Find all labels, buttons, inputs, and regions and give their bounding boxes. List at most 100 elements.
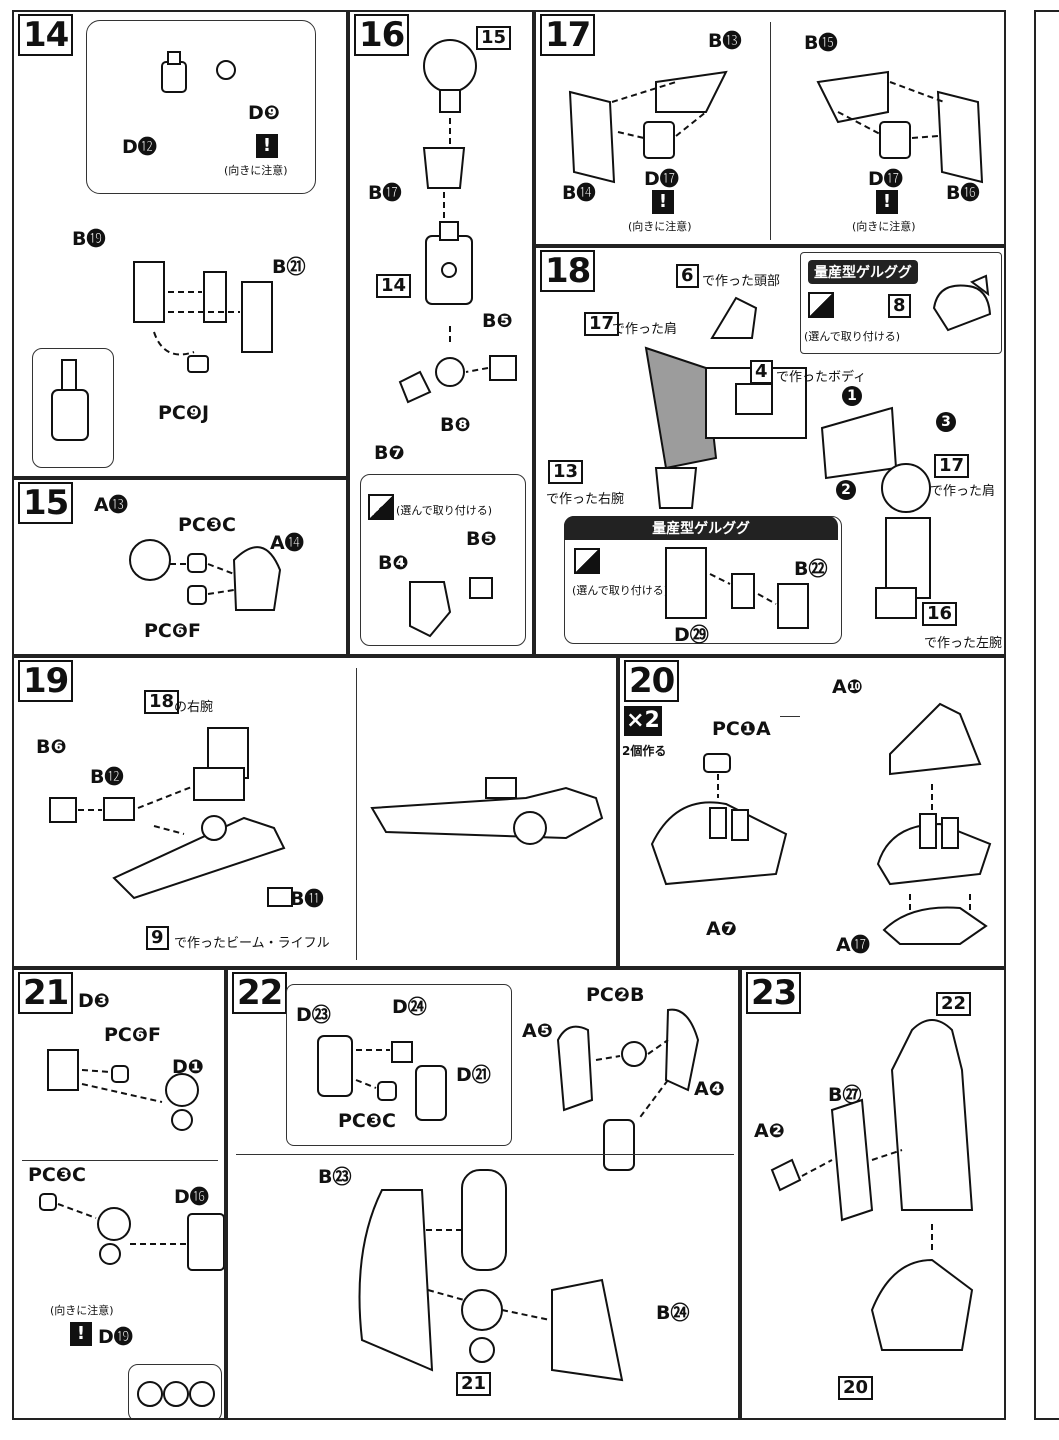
step-2-badge: 2 [836,480,856,500]
quantity-badge: ×2 [624,706,662,736]
completed-part-drawing [51,359,89,441]
divider [356,668,357,960]
label-pcf: PC❻F [104,1024,161,1046]
label-b27: B㉗ [828,1084,862,1106]
part-pcj-drawing [187,355,209,373]
detail-bubble [86,20,316,194]
step-number: 15 [18,482,74,524]
part-b17-drawing [422,147,466,222]
right-arm-caption: の右腕 [174,700,214,715]
label-a4: A❹ [694,1078,725,1100]
choose-icon-2 [574,548,600,574]
step-23-panel: 23 22 B㉗ A❷ 20 [740,968,1006,1420]
label-b13: B⓭ [708,30,742,52]
ref-step-16: 16 [922,602,958,626]
label-b21: B㉑ [272,256,306,278]
step-16-panel: 16 15 B⓱ 14 B❺ B❼ B❽ (選んで取り付ける) B❹ B❺ [348,10,534,656]
shield-drawing [556,1008,700,1171]
label-d12: D⓬ [122,136,157,158]
ref-step-6: 6 [676,264,699,288]
leg-assembly-drawing [358,1169,624,1382]
label-d3: D❸ [78,990,110,1012]
divider [236,1154,734,1155]
right-shoulder-drawing [816,70,984,184]
choose-icon [368,494,394,520]
label-b19: B⓳ [72,228,106,250]
label-pcc: PC❸C [178,514,236,536]
label-d17-left: D⓱ [644,168,679,190]
divider [770,22,771,240]
label-d23: D㉓ [296,1004,331,1026]
mass-production-tag-2: 量産型ゲルググ [564,516,838,540]
label-b11: B⓫ [290,888,324,910]
ref-step-20: 20 [838,1376,874,1400]
open-hand-drawing [409,577,493,638]
next-page-edge [1034,10,1059,1420]
ref-step-21: 21 [456,1372,492,1396]
step14-assembly-drawing [133,261,273,356]
ref-step-17-right: 17 [934,454,970,478]
ref-step-15: 15 [476,26,512,50]
arm-option-drawing [665,547,809,629]
step-number: 19 [18,660,74,702]
label-a7: A❼ [706,918,737,940]
label-d24: D㉔ [392,996,427,1018]
step14-body-drawing [425,221,473,305]
orientation-note: (向きに注意) [50,1304,114,1317]
warning-icon: ! [256,134,278,158]
part-d9-drawing [216,60,236,80]
shoulder-caption-right: で作った肩 [930,484,996,499]
right-arm-caption: で作った右腕 [546,492,625,507]
choice-note-2: (選んで取り付ける) [572,584,669,597]
ref-step-8: 8 [888,294,911,318]
label-a2: A❷ [754,1120,785,1142]
step-number: 20 [624,660,680,702]
label-d29: D㉙ [674,624,709,646]
hand-drawing [398,322,517,404]
step-14-panel: 14 D❾ D⓬ ! (向きに注意) B⓳ B㉑ PC❾J [12,10,348,478]
alt-head-drawing [932,274,992,332]
step-3-badge: 3 [936,412,956,432]
label-b24: B㉔ [656,1302,690,1324]
step-number: 21 [18,972,74,1014]
label-a14: A⓮ [270,532,304,554]
choose-icon [808,292,834,318]
label-b5: B❺ [482,310,513,332]
ref-step-13: 13 [548,460,584,484]
step-17-panel: 17 B⓭ B⓯ B⓮ D⓱ ! (向きに注意) D⓱ ! (向きに注意) B⓰ [534,10,1006,246]
step-20-panel: 20 ×2 2個作る PC❶A A❼ A❿ A⓱ [618,656,1006,968]
label-b7: B❼ [374,442,405,464]
rifle-assembly-drawing [49,727,293,907]
rifle-caption: で作ったビーム・ライフル [174,936,330,951]
label-b4: B❹ [378,552,409,574]
step-number: 16 [354,14,410,56]
ref-step-22: 22 [936,992,972,1016]
divider [22,1160,218,1161]
step-number: 17 [540,14,596,56]
ref-step-9: 9 [146,926,169,950]
part-d12-drawing [161,51,187,93]
ref-step-17-left: 17 [584,312,620,336]
label-d17-right: D⓱ [868,168,903,190]
step-19-panel: 19 18 の右腕 B❻ B⓬ B⓫ 9 で作ったビーム・ライフル [12,656,618,968]
label-b17: B⓱ [368,182,402,204]
label-d16: D⓰ [174,1186,209,1208]
label-b14: B⓮ [562,182,596,204]
shoulder-caption-left: で作った肩 [612,322,678,337]
ref-step-4: 4 [750,360,773,384]
step-number: 23 [746,972,802,1014]
base-small-drawing [650,753,788,886]
label-d19: D⓳ [98,1326,133,1348]
leg-finish-drawing [770,1019,974,1351]
step-1-badge: 1 [842,386,862,406]
label-b12: B⓬ [90,766,124,788]
torso-drawing [644,296,807,509]
step-number: 14 [18,14,74,56]
label-d1: D❶ [172,1056,204,1078]
label-d9: D❾ [248,102,280,124]
label-b5-option: B❺ [466,528,497,550]
orientation-note-left: (向きに注意) [628,220,692,233]
orientation-note: (向きに注意) [224,164,288,177]
step-18-panel: 18 6 で作った頭部 量産型ゲルググ 8 (選んで取り付ける) 17 で作った… [534,246,1006,656]
